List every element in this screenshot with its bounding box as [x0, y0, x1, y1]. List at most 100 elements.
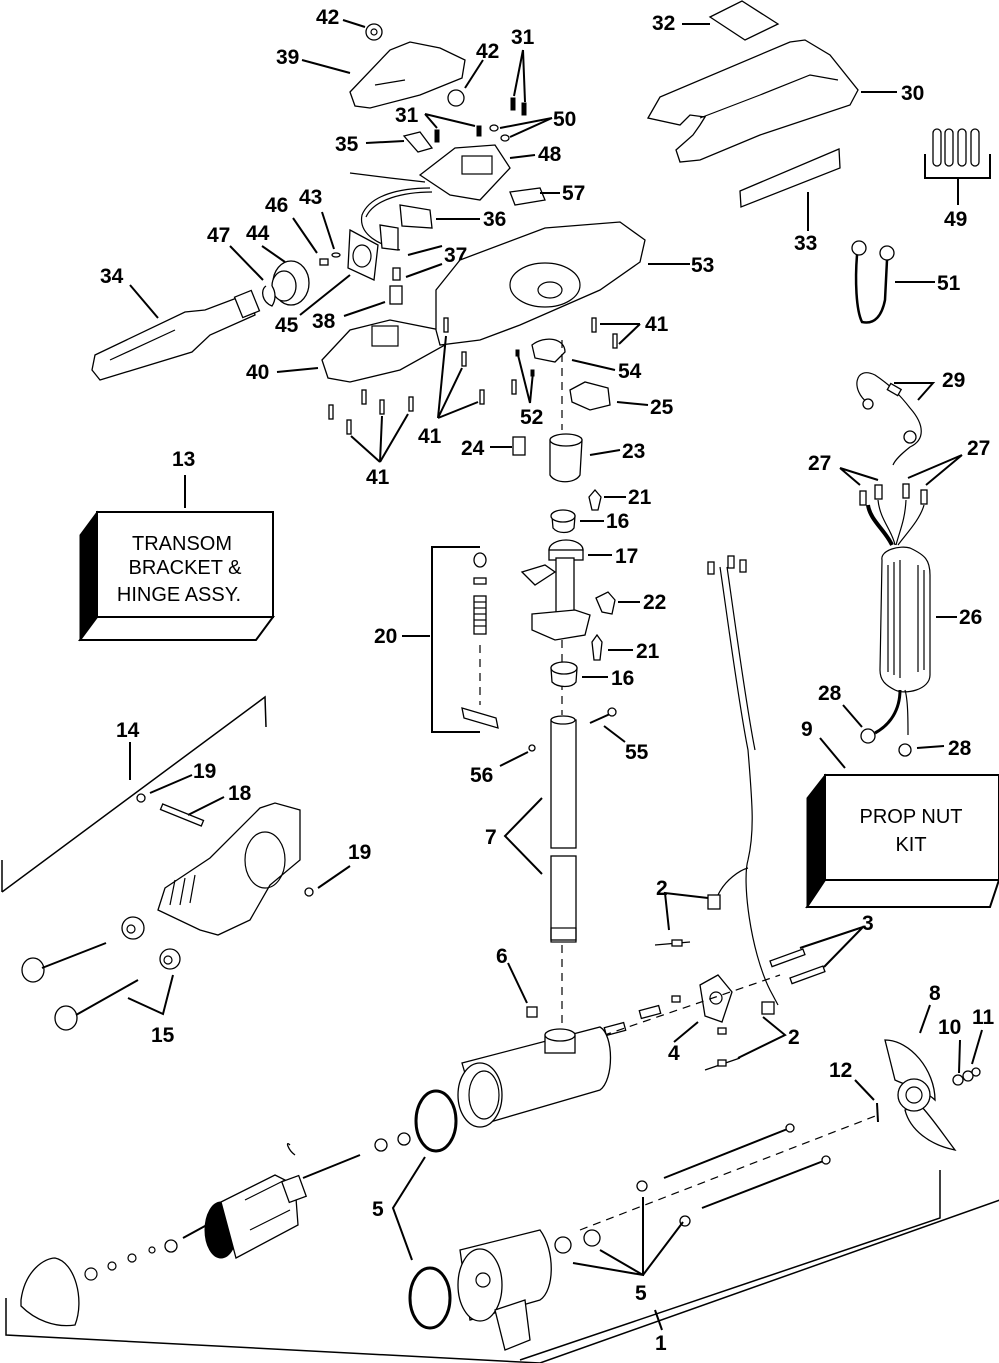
callout-33: 33	[794, 232, 817, 255]
part-35-clip	[402, 131, 434, 153]
part-27-terminals	[859, 483, 928, 506]
callout-35: 35	[335, 133, 359, 156]
callout-48: 48	[538, 143, 562, 166]
callout-34: 34	[100, 265, 124, 288]
callout-23: 23	[622, 440, 645, 463]
part-16-bushing-top	[550, 509, 576, 534]
part-53-housing	[435, 221, 646, 346]
part-4-brush-plate	[699, 974, 733, 1023]
part-19-cap-right	[304, 887, 314, 897]
callout-40: 40	[246, 361, 269, 384]
callout-27a: 27	[808, 452, 831, 475]
part-end-cap	[457, 1229, 552, 1351]
callout-21a: 21	[628, 486, 652, 509]
callout-43: 43	[299, 186, 322, 209]
part-23-collar	[549, 433, 583, 483]
part-armature	[182, 1154, 361, 1259]
callout-18: 18	[228, 782, 252, 805]
part-56-nut	[528, 744, 536, 752]
part-30-top-cover	[646, 39, 859, 163]
part-12-drive-pin	[876, 1102, 879, 1123]
callout-6: 6	[496, 945, 508, 968]
part-8-propeller	[884, 1039, 957, 1151]
callout-46: 46	[265, 194, 288, 217]
part-42-grommet-2	[447, 89, 465, 107]
callout-54: 54	[618, 360, 642, 383]
callout-2b: 2	[788, 1026, 800, 1049]
callout-49: 49	[944, 208, 967, 231]
callout-2a: 2	[656, 877, 668, 900]
part-21-clip-top	[588, 489, 602, 511]
callout-30: 30	[901, 82, 924, 105]
part-32-decal	[708, 0, 780, 41]
transom-box-line-1: TRANSOM	[132, 533, 232, 555]
callout-3: 3	[862, 912, 874, 935]
callout-56: 56	[470, 764, 493, 787]
part-33-decal-strip	[739, 148, 841, 208]
callout-13: 13	[172, 448, 195, 471]
callout-47: 47	[207, 224, 230, 247]
part-57-plate	[509, 187, 546, 206]
callout-44: 44	[246, 222, 270, 245]
part-43-pin	[331, 252, 341, 258]
callout-36: 36	[483, 208, 506, 231]
part-51-jumper-wire	[851, 240, 895, 324]
part-40-head-lower	[321, 319, 446, 383]
part-45-plate	[347, 228, 379, 281]
part-46-spring	[319, 258, 329, 266]
prop-nut-box-line-1: PROP NUT	[860, 806, 963, 828]
part-7-shaft-tube	[550, 715, 577, 943]
prop-nut-box-line-2: KIT	[895, 834, 926, 856]
part-wire-terminals-lower-unit	[707, 555, 747, 575]
callout-41a: 41	[645, 313, 669, 336]
callout-5a: 5	[372, 1198, 384, 1221]
part-49-brushes	[932, 128, 980, 167]
part-54-collar	[531, 338, 566, 363]
prop-nut-kit-box: PROP NUT KIT	[805, 773, 999, 909]
callout-24: 24	[461, 437, 485, 460]
callout-28a: 28	[818, 682, 842, 705]
callout-38: 38	[312, 310, 336, 333]
part-4-brush-springs	[603, 995, 727, 1037]
part-motor-housing	[457, 1026, 612, 1128]
callout-19b: 19	[348, 841, 371, 864]
callout-50: 50	[553, 108, 576, 131]
callout-12: 12	[829, 1059, 852, 1082]
callout-42b: 42	[476, 40, 499, 63]
part-47-clip	[261, 285, 276, 307]
callout-51: 51	[937, 272, 961, 295]
part-34-handle	[91, 289, 261, 381]
callout-53: 53	[691, 254, 714, 277]
callout-31a: 31	[511, 26, 535, 49]
part-42-grommet	[365, 23, 383, 41]
callout-25: 25	[650, 396, 674, 419]
part-55-screw	[589, 707, 617, 724]
callout-16a: 16	[606, 510, 629, 533]
transom-box-line-3: HINGE ASSY.	[117, 584, 241, 606]
part-5-orings	[408, 1089, 458, 1330]
transom-bracket-box: TRANSOM BRACKET & HINGE ASSY.	[78, 510, 275, 642]
callout-22: 22	[643, 591, 666, 614]
part-end-cap-nose	[20, 1257, 80, 1327]
part-26-power-cable	[860, 499, 931, 757]
callout-42: 42	[316, 6, 339, 29]
callout-7: 7	[485, 826, 497, 849]
part-48-switch-board	[418, 144, 511, 201]
callout-11: 11	[972, 1006, 995, 1029]
part-22-lock-lever	[595, 591, 616, 615]
part-2-connector-top	[707, 894, 721, 910]
part-24-lock	[512, 436, 526, 456]
callout-57: 57	[562, 182, 585, 205]
part-through-bolts	[663, 1123, 831, 1209]
callout-17: 17	[615, 545, 638, 568]
part-19-cap-top	[136, 793, 146, 803]
part-16-bushing-bottom	[550, 661, 578, 688]
part-11-prop-nut	[962, 1067, 981, 1082]
callout-9: 9	[801, 718, 813, 741]
part-25-clamp	[569, 381, 611, 411]
part-2-terminal-bottom	[704, 1057, 741, 1071]
part-50-nuts	[489, 124, 510, 142]
callout-31b: 31	[395, 104, 419, 127]
part-17-steering-bracket	[520, 539, 591, 641]
part-36-bracket	[399, 204, 433, 229]
